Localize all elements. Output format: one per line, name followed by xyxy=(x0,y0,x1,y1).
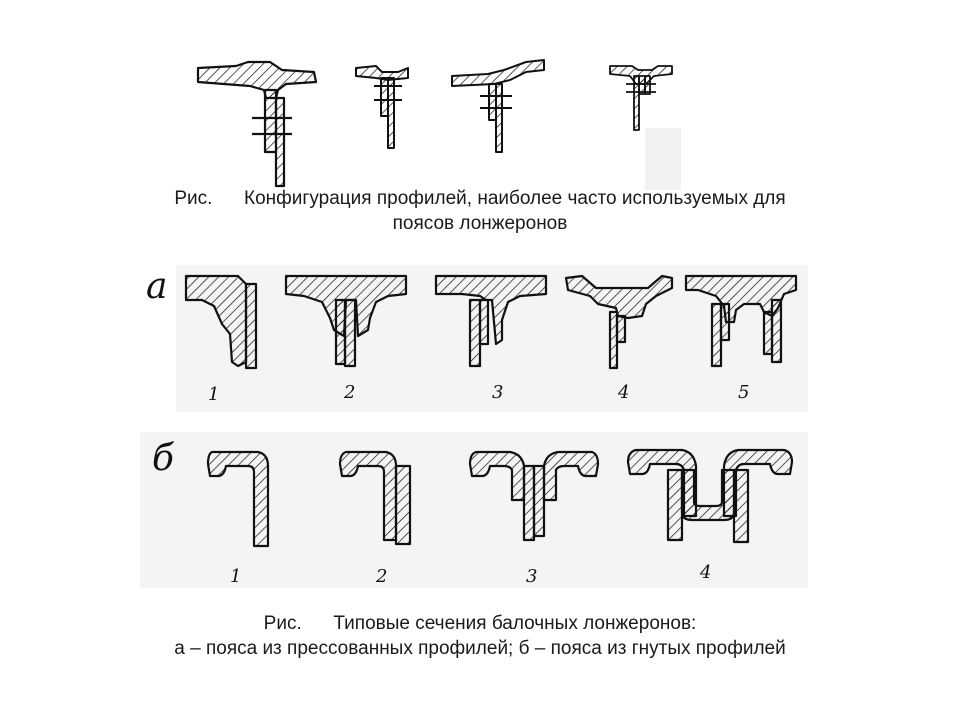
row-a-number-2: 2 xyxy=(343,382,355,403)
row-a-section-5 xyxy=(684,274,798,368)
bottom-caption-line-2: а – пояса из прессованных профилей; б – … xyxy=(174,638,786,659)
row-b-letter: б xyxy=(152,438,175,479)
row-a-number-4: 4 xyxy=(617,382,629,403)
top-profile-3 xyxy=(451,59,545,153)
row-b-number-2: 2 xyxy=(375,566,387,587)
top-caption-line-2: поясов лонжеронов xyxy=(392,213,568,234)
bottom-figure-caption: Рис. Типовые сечения балочных лонжеронов… xyxy=(0,611,960,661)
row-b-number-4: 4 xyxy=(699,562,711,583)
row-b-section-3 xyxy=(468,450,600,542)
top-caption-line-1: Рис. Конфигурация профилей, наиболее час… xyxy=(174,188,786,209)
panel-top-scrap xyxy=(645,128,681,190)
row-a-number-1: 1 xyxy=(208,384,219,405)
row-a-section-1 xyxy=(184,274,258,370)
row-b-section-4 xyxy=(626,448,794,544)
top-profile-4 xyxy=(609,65,673,131)
row-a-section-2 xyxy=(284,274,408,368)
row-b-number-3: 3 xyxy=(526,566,537,587)
top-figure-caption: Рис. Конфигурация профилей, наиболее час… xyxy=(0,186,960,236)
row-a-section-3 xyxy=(434,274,548,368)
row-a-number-3: 3 xyxy=(492,382,503,403)
bottom-caption-line-1: Рис. Типовые сечения балочных лонжеронов… xyxy=(263,613,697,634)
row-b-number-1: 1 xyxy=(230,566,241,587)
top-profile-1 xyxy=(196,60,318,188)
row-b-section-2 xyxy=(338,450,412,546)
top-profile-2 xyxy=(355,65,409,149)
row-a-number-5: 5 xyxy=(738,382,749,403)
row-a-letter: а xyxy=(146,266,167,307)
row-a-section-4 xyxy=(564,274,674,370)
row-b-section-1 xyxy=(206,450,270,548)
